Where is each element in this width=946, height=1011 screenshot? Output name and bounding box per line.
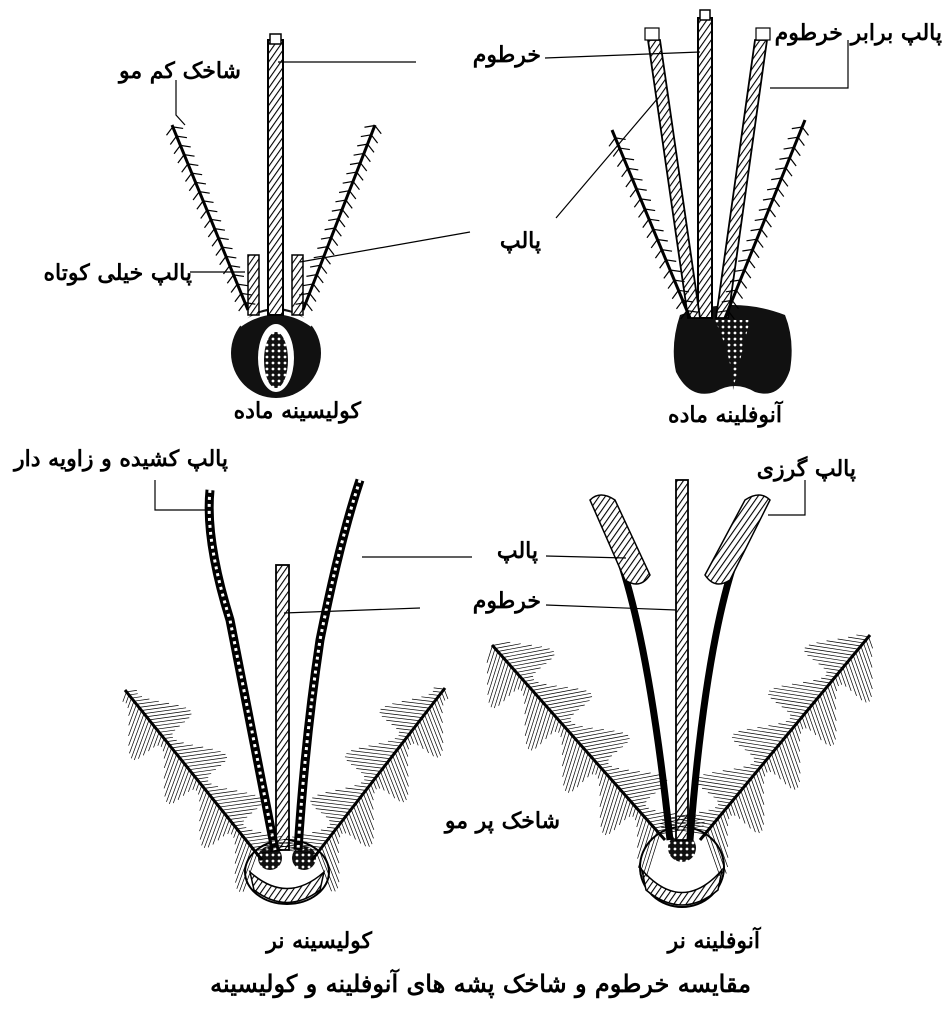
caption-anopheline-female: آنوفلینه ماده: [668, 404, 782, 426]
label-palp-very-short: پالپ خیلی کوتاه: [44, 262, 193, 284]
culicine-male-drawing: [123, 480, 448, 904]
label-antenna-sparse-hair: شاخک کم مو: [119, 60, 241, 82]
leader-line-culicine-male-palp-angled: [155, 480, 205, 510]
label-palp-male: پالپ: [497, 540, 538, 562]
caption-culicine-female: کولیسینه ماده: [234, 400, 361, 422]
culicine-male-proboscis: [276, 565, 289, 850]
leader-line-anopheline-female-palp-equal: [770, 40, 848, 88]
caption-culicine-male: کولیسینه نر: [266, 930, 372, 952]
culicine-female-proboscis: [268, 34, 283, 315]
leader-line-anopheline-male-palp-club: [768, 480, 805, 515]
figure-title: مقایسه خرطوم و شاخک پشه های آنوفلینه و ک…: [210, 972, 751, 996]
label-proboscis-female: خرطوم: [473, 44, 541, 66]
label-palp-equal-proboscis: پالپ برابر خرطوم: [775, 22, 942, 44]
label-palp-clubbed: پالپ گرزی: [757, 458, 856, 480]
anopheline-female-drawing: [609, 10, 808, 394]
label-palp-elongated-angled: پالپ کشیده و زاویه دار: [14, 448, 228, 470]
anopheline-male-proboscis: [676, 480, 688, 840]
caption-anopheline-male: آنوفلینه نر: [668, 930, 760, 952]
leader-line-anopheline-male-proboscis: [546, 605, 676, 610]
culicine-female-drawing: [166, 34, 381, 398]
anopheline-male-drawing: [487, 480, 873, 907]
label-antenna-hairy: شاخک پر مو: [445, 810, 560, 832]
leader-line-anopheline-female-proboscis: [545, 52, 700, 58]
label-palp-female: پالپ: [500, 230, 541, 252]
leader-line-culicine-female-antenna: [176, 80, 185, 125]
leader-line-culicine-male-proboscis: [284, 608, 420, 613]
label-proboscis-male: خرطوم: [473, 590, 541, 612]
anopheline-female-proboscis: [698, 10, 712, 318]
leader-line-anopheline-female-palp: [556, 98, 658, 218]
culicine-female-head: [231, 308, 321, 398]
